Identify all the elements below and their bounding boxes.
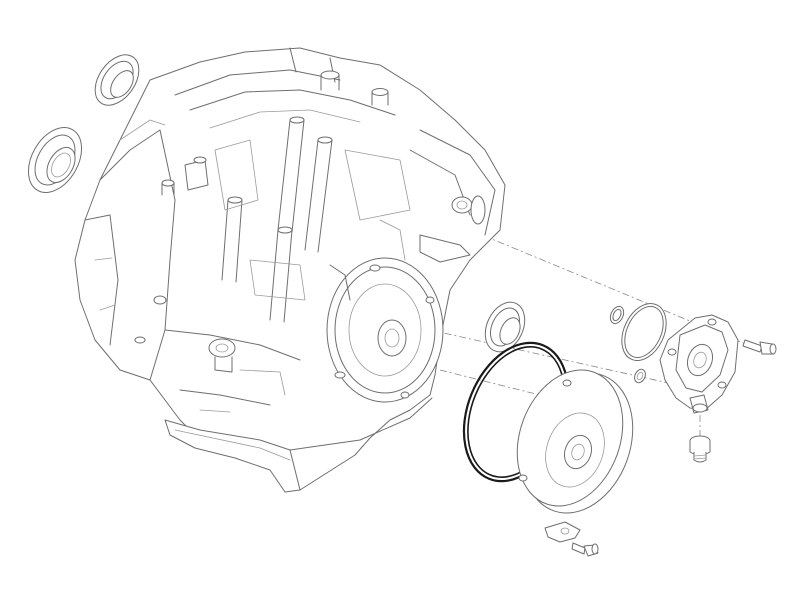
cover-plate	[516, 369, 634, 514]
pump-bolt	[742, 339, 777, 355]
medium-o-ring	[621, 303, 667, 384]
shaft-seal-center	[484, 301, 526, 353]
pump-housing	[659, 314, 739, 414]
transmission-housing	[74, 47, 506, 493]
shaft-seal-upper	[94, 54, 140, 106]
small-o-ring	[609, 305, 625, 325]
bracket-clip	[544, 521, 581, 543]
drain-plug	[689, 435, 711, 463]
shaft-seal-lower	[27, 127, 83, 193]
cover-bolt	[571, 542, 599, 557]
